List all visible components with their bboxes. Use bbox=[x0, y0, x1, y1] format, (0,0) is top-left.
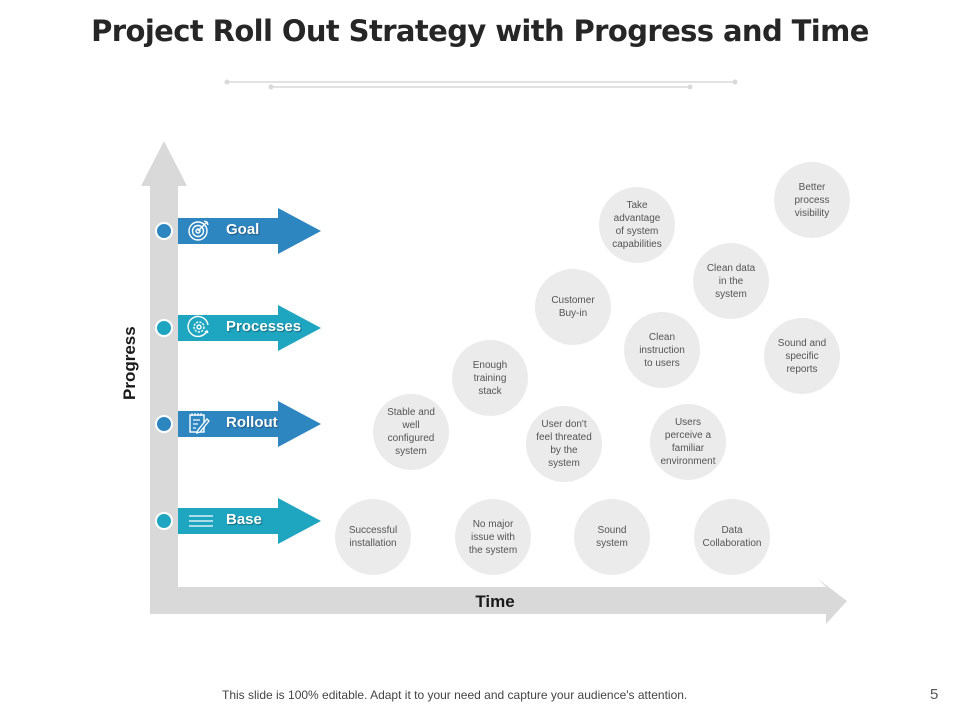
time-axis-arrow bbox=[150, 579, 847, 624]
bubble-customer-buy-in: Customer Buy-in bbox=[535, 269, 611, 345]
level-marker-dot bbox=[155, 415, 173, 433]
title-divider-decoration bbox=[224, 79, 738, 90]
bubble-text: Enough training stack bbox=[472, 359, 508, 397]
level-goal: Goal bbox=[155, 208, 325, 254]
bubble-text: Sound and specific reports bbox=[777, 337, 827, 375]
bubble-no-major-issue: No major issue with the system bbox=[455, 499, 531, 575]
bubble-stable-configured-system: Stable and well configured system bbox=[373, 394, 449, 470]
level-arrow bbox=[178, 498, 321, 544]
level-rollout: Rollout bbox=[155, 401, 325, 447]
level-processes: Processes bbox=[155, 305, 325, 351]
bubble-enough-training: Enough training stack bbox=[452, 340, 528, 416]
level-arrow bbox=[178, 305, 321, 351]
bubble-user-not-threatened: User don't feel threated by the system bbox=[526, 406, 602, 482]
progress-axis-label: Progress bbox=[120, 326, 139, 400]
level-arrow bbox=[178, 401, 321, 447]
target-icon bbox=[188, 220, 209, 241]
bubble-process-visibility: Better process visibility bbox=[774, 162, 850, 238]
bubble-data-collaboration: Data Collaboration bbox=[694, 499, 770, 575]
lines-icon bbox=[189, 515, 213, 527]
progress-axis-arrow bbox=[141, 141, 187, 614]
gear-cycle-icon bbox=[187, 315, 209, 338]
bubble-clean-data: Clean data in the system bbox=[693, 243, 769, 319]
level-label: Base bbox=[226, 511, 262, 528]
bubble-sound-system: Sound system bbox=[574, 499, 650, 575]
level-label: Processes bbox=[226, 318, 302, 335]
level-arrow bbox=[178, 208, 321, 254]
footer-note: This slide is 100% editable. Adapt it to… bbox=[222, 688, 688, 702]
bubble-text: Users perceive a familiar environment bbox=[660, 417, 716, 467]
bubble-text: Take advantage of system capabilities bbox=[612, 200, 662, 250]
level-marker-dot bbox=[155, 222, 173, 240]
bubble-text: Better process visibility bbox=[794, 181, 830, 219]
bubble-successful-installation: Successful installation bbox=[335, 499, 411, 575]
level-label: Rollout bbox=[226, 414, 278, 431]
level-marker-dot bbox=[155, 319, 173, 337]
page-number: 5 bbox=[930, 686, 939, 703]
notepad-pen-icon bbox=[189, 413, 210, 435]
bubble-text: Sound system bbox=[596, 525, 628, 549]
bubble-text: Clean data in the system bbox=[706, 262, 756, 300]
bubble-text: Customer Buy-in bbox=[551, 295, 595, 319]
level-base: Base bbox=[155, 498, 325, 544]
bubble-familiar-environment: Users perceive a familiar environment bbox=[650, 404, 726, 480]
bubble-text: User don't feel threated by the system bbox=[536, 419, 592, 469]
bubble-text: Data Collaboration bbox=[702, 525, 762, 549]
bubble-sound-reports: Sound and specific reports bbox=[764, 318, 840, 394]
bubble-text: Stable and well configured system bbox=[387, 407, 435, 457]
slide-title: Project Roll Out Strategy with Progress … bbox=[91, 14, 869, 48]
bubble-system-capabilities: Take advantage of system capabilities bbox=[599, 187, 675, 263]
level-label: Goal bbox=[226, 221, 260, 238]
time-axis-label: Time bbox=[475, 592, 515, 611]
bubble-clean-instruction: Clean instruction to users bbox=[624, 312, 700, 388]
bubble-text: No major issue with the system bbox=[468, 518, 518, 556]
bubble-text: Successful installation bbox=[348, 525, 398, 549]
level-marker-dot bbox=[155, 512, 173, 530]
bubble-text: Clean instruction to users bbox=[639, 331, 685, 369]
